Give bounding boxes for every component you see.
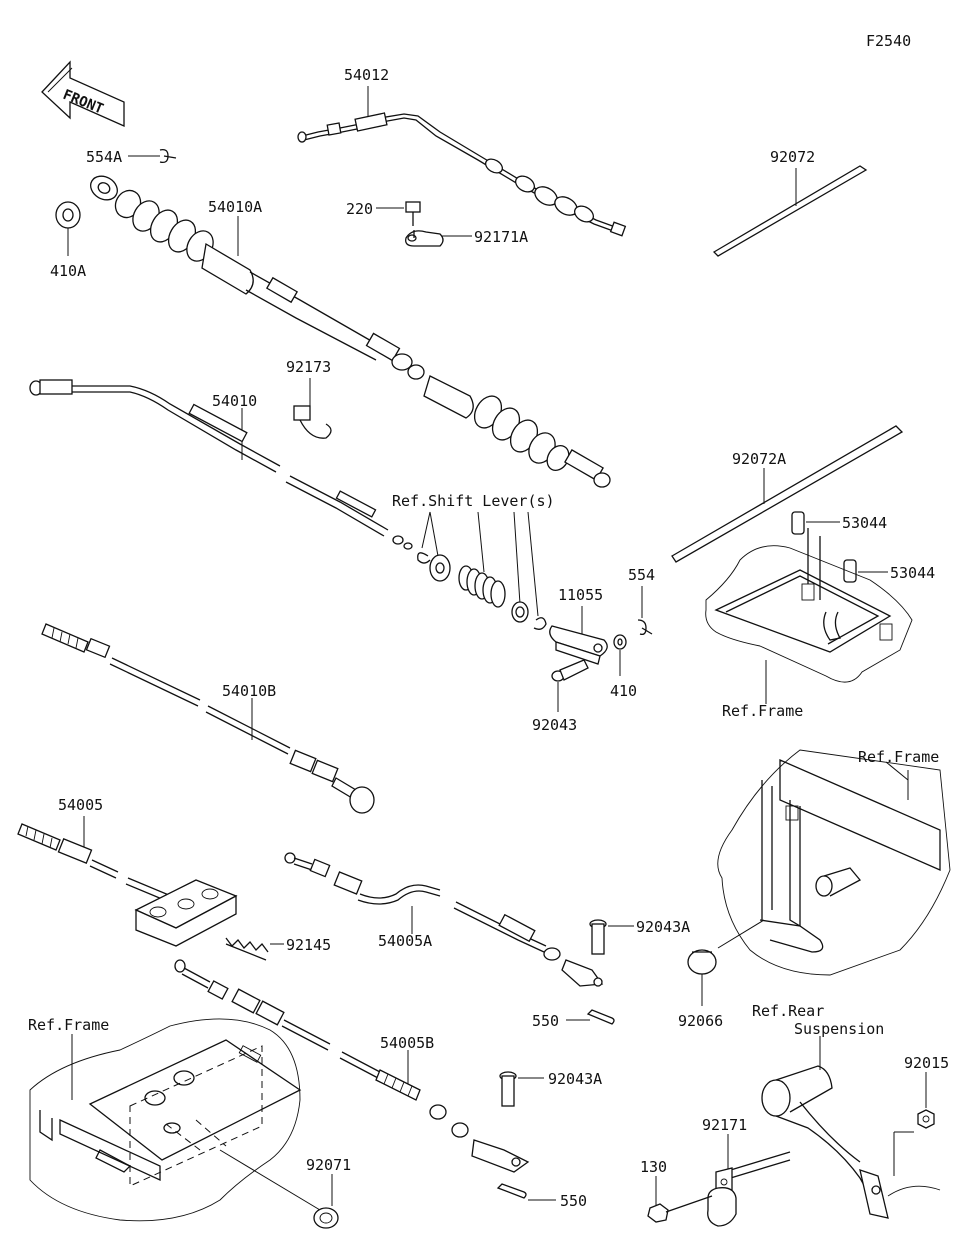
spring-92145 [225,937,284,961]
clamp-92173 [293,378,332,439]
cotter-550-lower [496,1183,556,1201]
rear-suspension [723,1036,941,1219]
cable-54005 [17,816,238,947]
cable-54005B [174,959,530,1173]
label-92072A: 92072A [732,450,786,468]
cable-54012 [297,86,627,237]
bracket-11055 [549,606,608,665]
frame-lower-left [29,1018,321,1222]
label-53044-a: 53044 [842,514,887,532]
label-410: 410 [610,682,637,700]
ref-rear-suspension-line2: Suspension [794,1020,884,1038]
label-92071: 92071 [306,1156,351,1174]
pad-53044-b [843,559,888,583]
label-92072: 92072 [770,148,815,166]
label-92043: 92043 [532,716,577,734]
label-92043A-lower: 92043A [548,1070,602,1088]
label-54005: 54005 [58,796,103,814]
label-92145: 92145 [286,936,331,954]
label-54010B: 54010B [222,682,276,700]
nut-92015 [917,1072,935,1129]
washer-410 [613,634,627,676]
label-54012: 54012 [344,66,389,84]
bolt-130 [647,1176,713,1223]
pin-92043 [551,659,589,712]
frame-upper-right [705,528,913,704]
cable-54005A [284,852,604,987]
plug-92066 [687,949,717,1006]
ref-frame-lower: Ref.Frame [28,1016,109,1034]
ref-frame-upper: Ref.Frame [722,702,803,720]
label-550-lower: 550 [560,1192,587,1210]
shift-lever-parts [417,511,547,630]
label-92066: 92066 [678,1012,723,1030]
label-53044-b: 53044 [890,564,935,582]
clamp-92171A [405,230,472,247]
label-92171A: 92171A [474,228,528,246]
bolt-220 [376,201,421,226]
label-92043A-upper: 92043A [636,918,690,936]
washer-410A [55,201,81,256]
label-54010A: 54010A [208,198,262,216]
label-11055: 11055 [558,586,603,604]
cable-54010A [90,175,611,488]
label-550-upper: 550 [532,1012,559,1030]
ref-frame-middle: Ref.Frame [858,748,939,766]
clamp-92171 [707,1134,737,1227]
cable-54010B [41,623,375,814]
diagram-id: F2540 [866,32,911,50]
label-54010: 54010 [212,392,257,410]
clip-554 [637,586,653,636]
label-220: 220 [346,200,373,218]
label-410A: 410A [50,262,86,280]
grommet-92071 [313,1174,339,1229]
ref-rear-suspension-line1: Ref.Rear [752,1002,824,1020]
label-54005B: 54005B [380,1034,434,1052]
cable-54010 [29,379,413,550]
frame-middle-right [717,749,951,976]
label-92015: 92015 [904,1054,949,1072]
label-554: 554 [628,566,655,584]
label-130: 130 [640,1158,667,1176]
label-92171: 92171 [702,1116,747,1134]
cable-tie-92072 [712,165,868,257]
cable-tie-92072A [671,425,904,563]
pin-92043A-lower [499,1071,544,1107]
label-54005A: 54005A [378,932,432,950]
pad-53044-a [791,511,840,535]
cotter-550-upper [566,1009,615,1025]
pin-92043A-upper [589,919,634,955]
label-554A: 554A [86,148,122,166]
front-arrow-icon: FRONT [41,60,125,128]
ref-shift-lever: Ref.Shift Lever(s) [392,492,555,510]
clip-554A [128,148,177,164]
label-92173: 92173 [286,358,331,376]
